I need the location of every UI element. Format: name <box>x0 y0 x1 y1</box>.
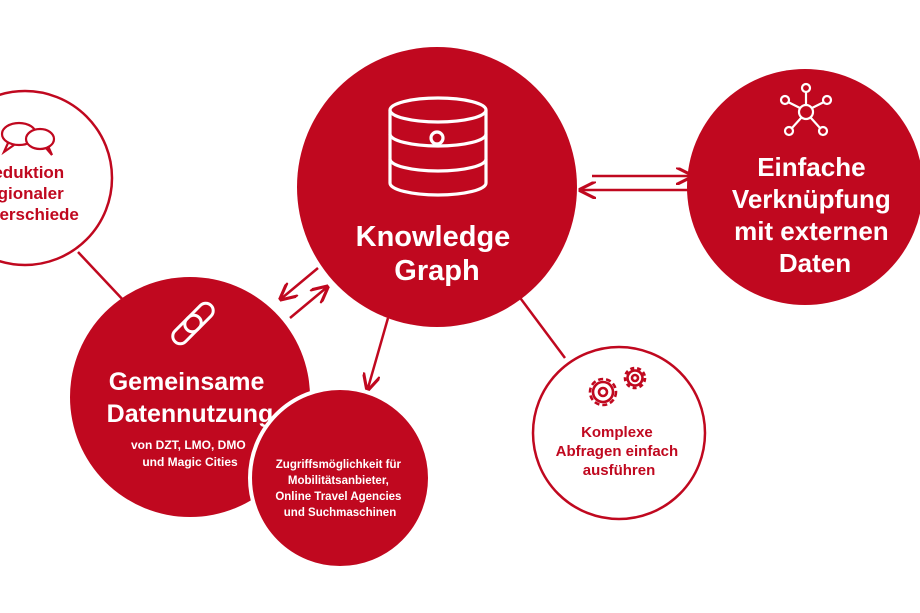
node-shared-data-usage: Gemeinsame Datennutzung von DZT, LMO, DM… <box>70 277 310 517</box>
node-access-line-2: Mobilitätsanbieter, <box>288 475 389 487</box>
node-queries-line-3: ausführen <box>583 462 656 479</box>
arrow-knowledge-to-shared <box>282 267 319 298</box>
node-access-circle <box>248 386 432 570</box>
node-external-line-3: mit externen <box>734 216 889 246</box>
node-knowledge-graph: Knowledge Graph <box>297 47 577 327</box>
node-external-circle <box>687 69 920 305</box>
node-regional-differences: Reduktion regionaler Unterschiede <box>0 89 114 267</box>
gears-icon <box>588 366 647 407</box>
node-shared-title-1: Gemeinsame <box>109 368 265 396</box>
speech-bubbles-icon <box>0 121 56 156</box>
node-external-data: Einfache Verknüpfung mit externen Daten <box>687 69 920 305</box>
node-external-line-1: Einfache <box>757 152 865 182</box>
svg-text:Knowledge Graph: Knowledge Graph <box>356 221 519 287</box>
svg-text:Zugriffsmöglichkeit für: Zugriffsmöglichkeit für Mobilitätsanbiet… <box>275 459 404 519</box>
connectors <box>77 176 692 388</box>
node-queries-circle <box>531 345 707 521</box>
svg-text:Reduktion regionaler: Reduktion regionaler Unterschiede <box>0 163 79 224</box>
node-access-line-1: Zugriffsmöglichkeit für <box>276 459 402 471</box>
node-external-line-2: Verknüpfung <box>732 184 891 214</box>
node-complex-queries: Komplexe Abfragen einfach ausführen <box>531 345 707 521</box>
svg-text:Komplexe Abfragen einfac: Komplexe Abfragen einfach ausführen <box>556 424 683 479</box>
chain-link-icon <box>171 301 215 346</box>
node-knowledge-circle <box>297 47 577 327</box>
svg-text:Gemeinsame Datennutzung: Gemeinsame Datennutzung <box>107 368 274 428</box>
node-external-line-4: Daten <box>779 248 851 278</box>
arrow-shared-to-knowledge <box>289 288 326 319</box>
node-queries-line-1: Komplexe <box>581 424 653 441</box>
node-access-line-3: Online Travel Agencies <box>275 491 401 503</box>
connector-regional-shared <box>77 251 126 303</box>
node-shared-sub-1: von DZT, LMO, DMO <box>131 438 246 452</box>
node-shared-circle <box>70 277 310 517</box>
node-access-options: Zugriffsmöglichkeit für Mobilitätsanbiet… <box>248 386 432 570</box>
connector-knowledge-queries <box>516 294 567 359</box>
node-access-line-4: und Suchmaschinen <box>284 507 396 519</box>
node-queries-line-2: Abfragen einfach <box>556 443 679 460</box>
node-regional-line-1: Reduktion <box>0 163 64 182</box>
node-regional-line-3: Unterschiede <box>0 205 79 224</box>
node-knowledge-line-1: Knowledge <box>356 221 511 253</box>
node-regional-line-2: regionaler <box>0 184 64 203</box>
database-icon <box>388 96 488 197</box>
node-knowledge-line-2: Graph <box>394 255 479 287</box>
svg-text:von DZT, LMO, DMO und Ma: von DZT, LMO, DMO und Magic Cities <box>131 438 249 469</box>
svg-text:Einfache Verknüpfung: Einfache Verknüpfung mit externen Daten <box>732 152 898 278</box>
node-shared-title-2: Datennutzung <box>107 400 274 428</box>
arrow-knowledge-to-access <box>368 317 390 388</box>
node-shared-sub-2: und Magic Cities <box>142 455 238 469</box>
network-nodes-icon <box>779 82 833 137</box>
